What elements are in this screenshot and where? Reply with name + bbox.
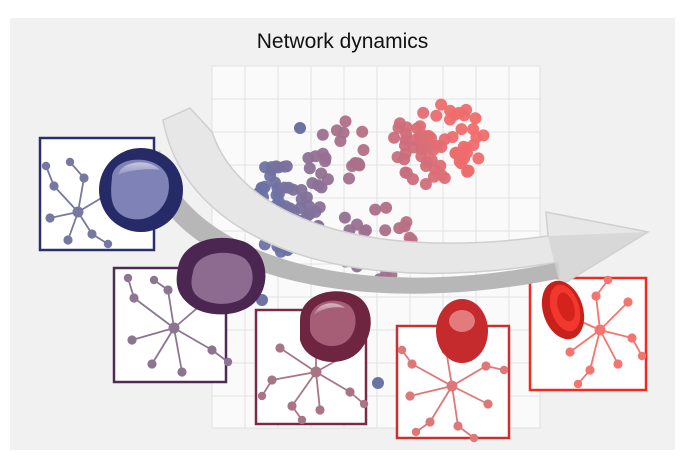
scatter-point (455, 123, 468, 136)
scatter-point (417, 106, 430, 119)
scatter-point (316, 128, 329, 141)
scatter-point (380, 201, 393, 214)
scatter-point (309, 205, 322, 218)
scatter-point (458, 109, 471, 122)
arrow-head-shade (548, 232, 648, 286)
cell-stage-3 (300, 291, 371, 362)
scatter-point (306, 177, 319, 190)
scatter-point (302, 152, 315, 164)
scatter-point (477, 129, 490, 142)
scatter-point (419, 178, 432, 190)
figure-title: Network dynamics (256, 30, 429, 53)
scatter-point (357, 144, 370, 156)
scatter-point (469, 112, 482, 125)
scatter-point (369, 203, 382, 216)
scatter-point (259, 161, 272, 174)
scatter-point (379, 224, 392, 237)
scatter-point (334, 135, 347, 147)
cell-stage-5 (541, 280, 585, 340)
scatter-point (414, 120, 427, 133)
scatter-point (398, 153, 411, 166)
cell-stage-2 (176, 237, 266, 315)
scatter-point (319, 155, 332, 168)
scatter-point (372, 377, 384, 389)
scatter-point (264, 170, 277, 183)
scatter-point (449, 146, 462, 159)
scatter-point (356, 125, 369, 138)
scatter-point (303, 162, 316, 175)
cell-stage-4 (436, 299, 488, 363)
scatter-point (419, 130, 431, 142)
scatter-point (294, 122, 306, 134)
scatter-point (272, 161, 285, 174)
scatter-point (448, 108, 461, 121)
scatter-point (398, 220, 411, 233)
scatter-point (435, 141, 448, 153)
scatter-point (352, 158, 365, 171)
scatter-point (359, 224, 372, 237)
scatter-point (399, 139, 411, 152)
cell-stage-1 (99, 148, 183, 232)
scatter-point (270, 189, 283, 202)
scatter-point (255, 181, 268, 194)
scatter-point (420, 160, 433, 172)
scatter-point (330, 124, 343, 137)
scatter-point (315, 167, 328, 180)
scatter-point (430, 109, 443, 122)
scatter-point (403, 231, 416, 244)
network-panel-2 (112, 266, 233, 384)
scatter-point (388, 131, 401, 144)
scatter-point (435, 98, 448, 111)
scatter-point (434, 159, 447, 172)
scatter-point (406, 173, 419, 186)
scatter-point (472, 152, 485, 165)
scatter-point (338, 211, 351, 224)
scatter-point (282, 181, 295, 194)
scatter-point (435, 169, 448, 182)
scatter-point (339, 115, 352, 128)
scatter-point (392, 121, 405, 134)
scatter-point (343, 172, 355, 185)
